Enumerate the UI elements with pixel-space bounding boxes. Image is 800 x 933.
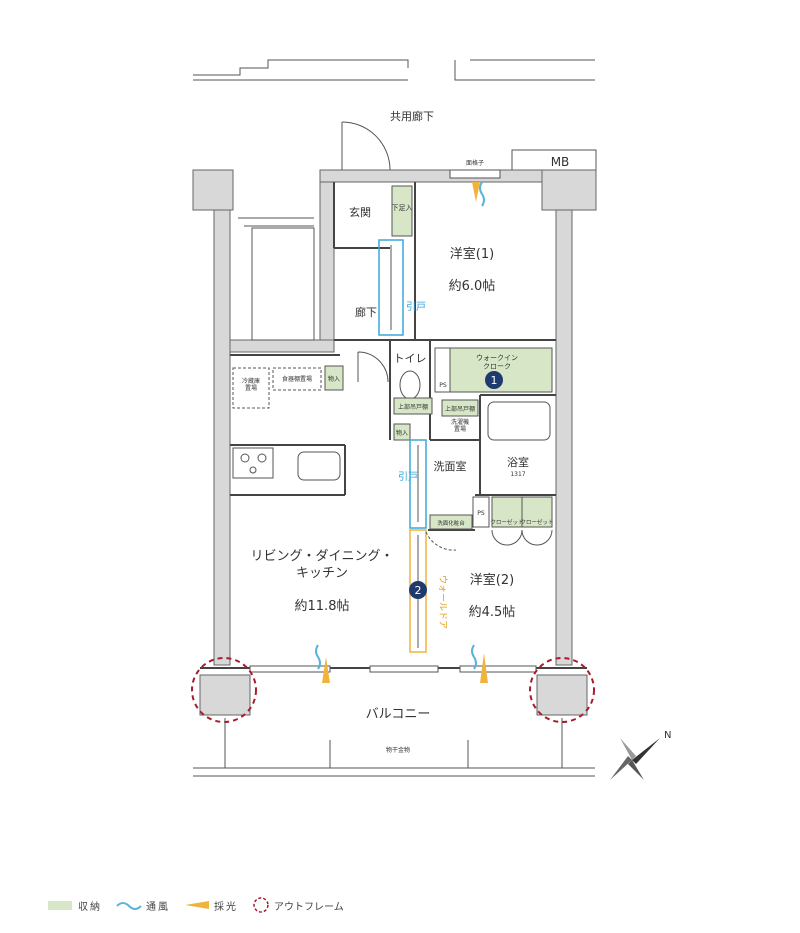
- dish-rack-label: 食器棚置場: [282, 375, 312, 383]
- ps2-box: [472, 496, 490, 528]
- laundry-cabinet: [441, 399, 479, 417]
- svg-text:N: N: [664, 730, 671, 741]
- ps2-label: PS: [477, 510, 485, 517]
- western1-label: 洋室(1): [450, 246, 494, 262]
- walk-in-closet-label: ウォークインクローク: [476, 354, 518, 370]
- closet-1: [491, 496, 523, 528]
- ventilation-icon-w2: [471, 644, 477, 670]
- balcony-window-3: [459, 665, 537, 673]
- western2-label: 洋室(2): [470, 572, 514, 588]
- shoe-storage: [391, 185, 413, 237]
- balcony-label: バルコニー: [366, 707, 431, 722]
- outframe-icon: [253, 897, 269, 913]
- legend-daylight-label: 採光: [214, 901, 238, 913]
- ps1-label: PS: [439, 382, 447, 389]
- stove: [232, 447, 274, 479]
- sliding-door-2-label: 引戸: [398, 471, 418, 483]
- closet-label-1: クローゼット: [490, 518, 523, 526]
- bath-label: 浴室: [507, 455, 529, 469]
- ventilation-icon: [479, 181, 485, 207]
- neighbor-outline: [193, 59, 595, 81]
- closet-2: [521, 496, 553, 528]
- outframe-marker-left: [191, 657, 257, 723]
- marker-1-label: 1: [491, 374, 498, 387]
- sliding-door-1[interactable]: [378, 239, 404, 336]
- balcony-rail: [193, 718, 595, 777]
- bath-size-label: 1317: [510, 471, 525, 478]
- legend-storage-label: 収納: [78, 901, 102, 913]
- toilet-bowl: [399, 370, 421, 400]
- washstand-cabinet: [429, 514, 473, 530]
- daylight-icon-ldk: [322, 657, 330, 683]
- wall-door-label: ウォールドア: [437, 575, 448, 629]
- balcony-window-1: [249, 665, 331, 673]
- kitchen-sink: [297, 451, 341, 481]
- western1-size: 約6.0帖: [449, 279, 496, 294]
- outframe-marker-right: [529, 657, 595, 723]
- toilet-label: トイレ: [394, 352, 427, 365]
- upper-cabinet-toilet: 上部吊戸棚: [398, 403, 428, 411]
- marker-2: [409, 581, 427, 599]
- storage-small-2: [393, 423, 411, 441]
- daylight-icon-w2: [480, 653, 488, 683]
- daylight-icon: [185, 901, 209, 909]
- lattice-label: 面格子: [466, 159, 484, 167]
- lattice-window: [449, 169, 501, 179]
- ldk-size: 約11.8帖: [295, 599, 350, 614]
- fridge-label: 冷蔵庫置場: [242, 377, 260, 392]
- washroom-label: 洗面室: [434, 459, 467, 473]
- bathtub: [487, 401, 551, 441]
- entrance-label: 玄関: [349, 205, 371, 219]
- shoe-storage-label: 下足入: [392, 204, 413, 212]
- legend-ventilation: 通風: [116, 898, 170, 913]
- common-corridor-label: 共用廊下: [390, 109, 434, 123]
- ldk-label-line2: キッチン: [296, 566, 348, 581]
- closet-doors[interactable]: [491, 529, 553, 546]
- mb-label: MB: [551, 155, 570, 169]
- legend-ventilation-label: 通風: [146, 901, 170, 913]
- legend-outframe: アウトフレーム: [252, 896, 344, 914]
- closet-label-2: クローゼット: [520, 518, 553, 526]
- outer-walls: [192, 169, 597, 716]
- washstand-cabinet-label: 洗面化粧台: [437, 519, 465, 527]
- daylight-icon: [472, 182, 480, 202]
- sliding-door-2[interactable]: [409, 439, 427, 529]
- compass-icon: N: [610, 730, 671, 780]
- sliding-door-1-label: 引戸: [406, 301, 426, 313]
- marker-1: [485, 371, 503, 389]
- legend: 収納 通風 採光 アウトフレーム: [48, 896, 358, 914]
- storage-small-2-label: 物入: [396, 429, 408, 437]
- ldk-label-line1: リビング・ダイニング・: [250, 549, 393, 564]
- legend-storage: 収納: [48, 898, 102, 913]
- balcony-window-2: [369, 665, 439, 673]
- entrance-door[interactable]: [341, 121, 391, 171]
- upper-cabinet-laundry: 上部吊戸棚: [445, 405, 475, 413]
- hallway-label: 廊下: [355, 305, 377, 319]
- ventilation-icon: [116, 902, 142, 910]
- toilet-door[interactable]: [357, 351, 389, 383]
- marker-2-label: 2: [415, 584, 422, 597]
- storage-swatch: [48, 900, 72, 910]
- legend-daylight: 採光: [184, 898, 238, 913]
- ventilation-icon-ldk: [315, 644, 321, 670]
- fridge-space: [232, 367, 270, 409]
- storage-small-1: [324, 365, 344, 391]
- legend-outframe-label: アウトフレーム: [274, 901, 344, 913]
- western2-size: 約4.5帖: [469, 605, 516, 620]
- laundry-pan-label: 洗濯機置場: [451, 418, 469, 433]
- floor-plan: 共用廊下 MB: [191, 59, 671, 780]
- void-space: [238, 217, 315, 341]
- drying-hardware-label: 物干金物: [386, 746, 410, 754]
- storage-small-1-label: 物入: [328, 375, 340, 383]
